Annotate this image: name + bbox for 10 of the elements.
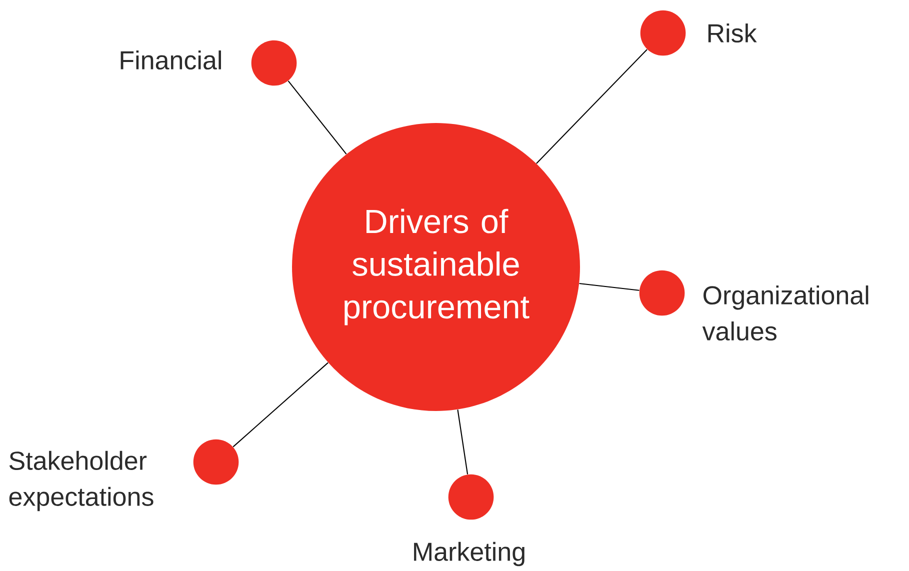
connector-line bbox=[536, 49, 648, 164]
connector-line bbox=[232, 362, 328, 448]
connector-line bbox=[579, 282, 640, 291]
label: Organizational values bbox=[702, 285, 868, 341]
label: Stakeholder expectations bbox=[9, 450, 154, 512]
label: Marketing bbox=[414, 542, 524, 566]
connector-line bbox=[457, 410, 468, 474]
connector-line bbox=[288, 80, 347, 154]
label: Financial bbox=[120, 50, 221, 70]
label: Risk bbox=[708, 23, 757, 43]
